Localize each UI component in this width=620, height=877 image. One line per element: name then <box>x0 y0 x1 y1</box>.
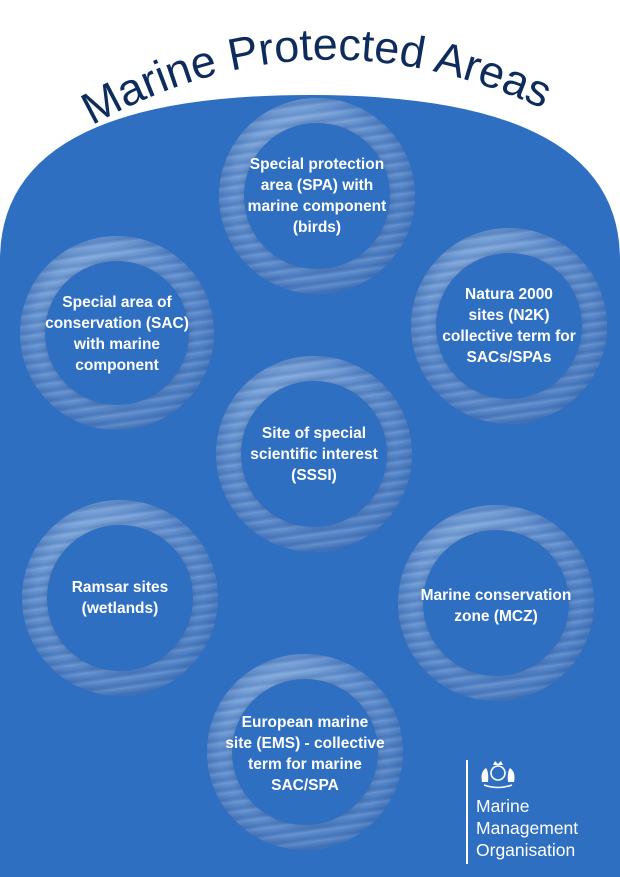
royal-crest-icon <box>481 761 515 789</box>
node-n2k-label: Natura 2000 sites (N2K) collective term fo… <box>414 280 604 372</box>
node-ems-line: site (EMS) - collective <box>225 735 385 752</box>
ring-spa <box>219 98 415 294</box>
node-ramsar-line: (wetlands) <box>81 600 159 617</box>
node-ems-label: European marine site (EMS) - collective te… <box>205 708 405 800</box>
node-spa-label: Special protection area (SPA) with marine … <box>222 150 412 242</box>
org-name-line-1: Marine <box>476 796 530 816</box>
ring-sac <box>20 236 214 430</box>
node-sac-line: with marine <box>73 336 161 353</box>
node-spa-line: (birds) <box>292 219 342 236</box>
node-sac-line: component <box>75 357 159 374</box>
node-mcz-label: Marine conservation zone (MCZ) <box>401 578 591 634</box>
node-ems-line: European marine <box>241 714 369 731</box>
node-n2k-line: SACs/SPAs <box>466 349 552 366</box>
ring-ramsar <box>22 500 218 696</box>
node-sssi-label: Site of special scientific interest (SSSI) <box>219 414 409 494</box>
node-sssi-line: (SSSI) <box>291 466 337 484</box>
node-spa-line: Special protection <box>249 156 385 173</box>
node-sac-label: Special area of conservation (SAC) with ma… <box>22 288 212 380</box>
node-mcz-line: zone (MCZ) <box>454 608 538 625</box>
node-ramsar-label: Ramsar sites (wetlands) <box>25 568 215 628</box>
logo-divider <box>466 760 468 864</box>
node-n2k-line: Natura 2000 <box>465 286 553 303</box>
node-ems-line: term for marine <box>248 756 362 773</box>
ring-ems <box>207 654 403 850</box>
node-mcz-line: Marine conservation <box>420 587 572 604</box>
org-name-line-3: Organisation <box>476 840 576 860</box>
node-spa-line: marine component <box>247 198 387 215</box>
node-sssi-line: Site of special <box>261 424 367 442</box>
node-n2k-line: sites (N2K) <box>468 307 550 324</box>
node-ramsar-line: Ramsar sites <box>71 579 169 596</box>
node-n2k-line: collective term for <box>442 328 576 345</box>
node-sac-line: conservation (SAC) <box>45 315 189 332</box>
node-sssi-line: scientific interest <box>250 445 378 463</box>
node-spa-line: area (SPA) with <box>260 177 374 194</box>
ring-mcz <box>398 505 594 701</box>
org-name-line-2: Management <box>476 818 579 838</box>
node-sac-line: Special area of <box>62 294 172 311</box>
ring-sssi <box>216 356 412 552</box>
mmo-logo: Marine Management Organisation <box>466 760 606 864</box>
node-ems-line: SAC/SPA <box>271 777 339 794</box>
ring-n2k <box>411 228 607 424</box>
